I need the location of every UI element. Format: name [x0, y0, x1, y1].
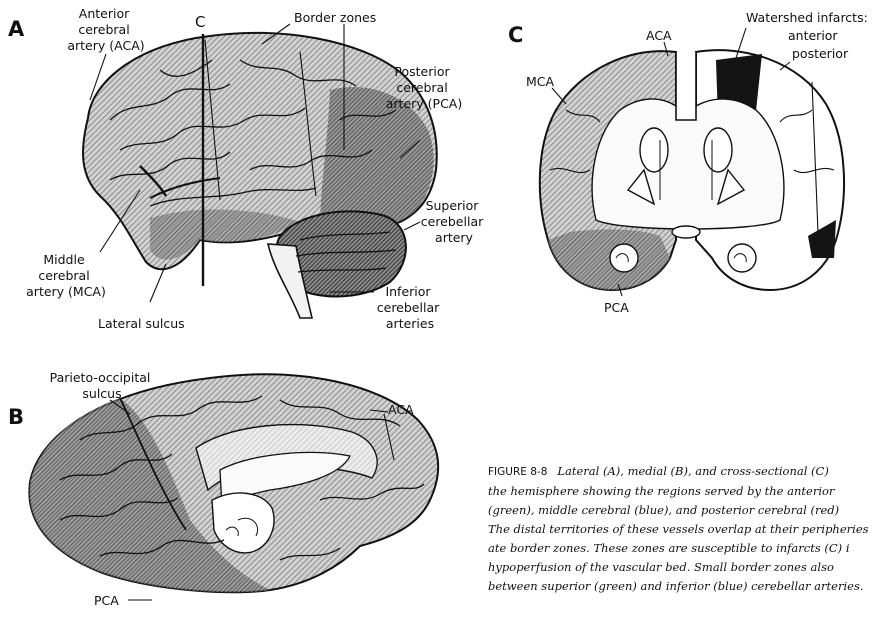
label-mca-lateral: Middle cerebral artery (MCA): [26, 252, 106, 299]
caption-line-2: the hemisphere showing the regions serve…: [488, 482, 884, 501]
figure-label: FIGURE 8-8: [488, 466, 547, 478]
caption-line-5: ate border zones. These zones are suscep…: [488, 539, 884, 558]
label-pca-lateral: Posterior cerebral artery (PCA): [386, 64, 462, 111]
section-marker-c: C: [195, 13, 205, 31]
label-aca-lateral: Anterior cerebral artery (ACA): [67, 6, 144, 53]
label-lateral-sulcus: Lateral sulcus: [98, 316, 185, 331]
caption-line-1: FIGURE 8-8 Lateral (A), medial (B), and c…: [488, 462, 884, 482]
caption-line-3: (green), middle cerebral (blue), and pos…: [488, 501, 884, 520]
label-border-zones: Border zones: [294, 10, 376, 25]
label-watershed-anterior: anterior: [788, 28, 838, 43]
panel-b-letter: B: [8, 405, 24, 429]
panel-c-letter: C: [508, 23, 523, 47]
lateral-brain-illustration: [83, 33, 437, 318]
label-pca-medial: PCA: [94, 593, 119, 608]
figure-caption: FIGURE 8-8 Lateral (A), medial (B), and c…: [488, 462, 884, 596]
label-mca-coronal: MCA: [526, 74, 555, 89]
label-pca-coronal: PCA: [604, 300, 629, 315]
caption-line-6: hypoperfusion of the vascular bed. Small…: [488, 558, 884, 577]
label-watershed-title: Watershed infarcts:: [746, 10, 868, 25]
caption-line-7: between superior (green) and inferior (b…: [488, 577, 884, 596]
panel-c: C: [508, 10, 868, 315]
panel-b: B: [8, 370, 438, 608]
panel-a-letter: A: [8, 17, 25, 41]
label-superior-cerebellar: Superior cerebellar artery: [421, 198, 487, 245]
label-watershed-posterior: posterior: [792, 46, 849, 61]
coronal-section-illustration: [540, 50, 844, 290]
label-aca-medial: ACA: [388, 402, 414, 417]
label-aca-coronal: ACA: [646, 28, 672, 43]
caption-line-4: The distal territories of these vessels …: [488, 520, 884, 539]
medial-brain-illustration: [29, 374, 438, 592]
caption-text-1: Lateral (A), medial (B), and cross-secti…: [557, 464, 828, 478]
panel-a: A: [8, 6, 487, 331]
label-inferior-cerebellar: Inferior cerebellar arteries: [377, 284, 443, 331]
